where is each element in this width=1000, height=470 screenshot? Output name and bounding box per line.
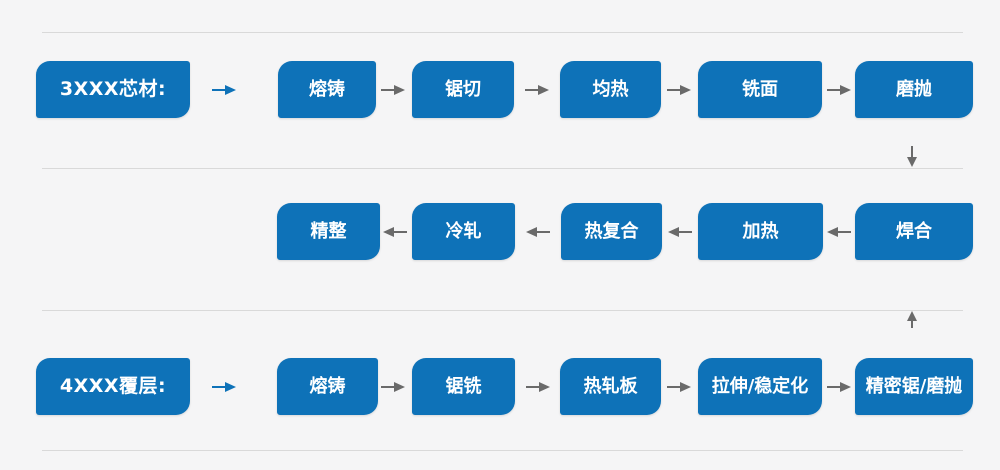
arrow-right-icon xyxy=(525,85,549,95)
row1-step-box-2: 均热 xyxy=(560,61,661,118)
arrow-right-icon xyxy=(827,85,851,95)
divider-line-2 xyxy=(42,168,963,169)
arrow-right-icon xyxy=(212,382,236,392)
row2-step-box-4: 焊合 xyxy=(855,203,973,260)
arrow-left-icon xyxy=(526,227,550,237)
arrow-right-icon xyxy=(827,382,851,392)
arrow-right-icon xyxy=(667,382,691,392)
row2-step-box-2: 热复合 xyxy=(561,203,662,260)
row3-label-box: 4XXX覆层: xyxy=(36,358,190,415)
row3-step-box-0: 熔铸 xyxy=(277,358,378,415)
arrow-left-icon xyxy=(383,227,407,237)
row3-step-box-3: 拉伸/稳定化 xyxy=(698,358,822,415)
row3-step-box-4: 精密锯/磨抛 xyxy=(855,358,973,415)
arrow-down-icon xyxy=(907,146,917,167)
divider-line-4 xyxy=(42,450,963,451)
arrow-right-icon xyxy=(381,85,405,95)
arrow-right-icon xyxy=(212,85,236,95)
row1-step-box-0: 熔铸 xyxy=(278,61,376,118)
arrow-left-icon xyxy=(668,227,692,237)
row2-step-box-0: 精整 xyxy=(277,203,380,260)
divider-line-3 xyxy=(42,310,963,311)
row2-step-box-3: 加热 xyxy=(698,203,823,260)
arrow-right-icon xyxy=(667,85,691,95)
divider-line-1 xyxy=(42,32,963,33)
row3-step-box-2: 热轧板 xyxy=(560,358,661,415)
row1-step-box-1: 锯切 xyxy=(412,61,514,118)
arrow-right-icon xyxy=(526,382,550,392)
row1-step-box-3: 铣面 xyxy=(698,61,822,118)
arrow-left-icon xyxy=(827,227,851,237)
row3-step-box-1: 锯铣 xyxy=(412,358,515,415)
row2-step-box-1: 冷轧 xyxy=(412,203,515,260)
arrow-up-icon xyxy=(907,311,917,328)
row1-step-box-4: 磨抛 xyxy=(855,61,973,118)
arrow-right-icon xyxy=(381,382,405,392)
row1-label-box: 3XXX芯材: xyxy=(36,61,190,118)
